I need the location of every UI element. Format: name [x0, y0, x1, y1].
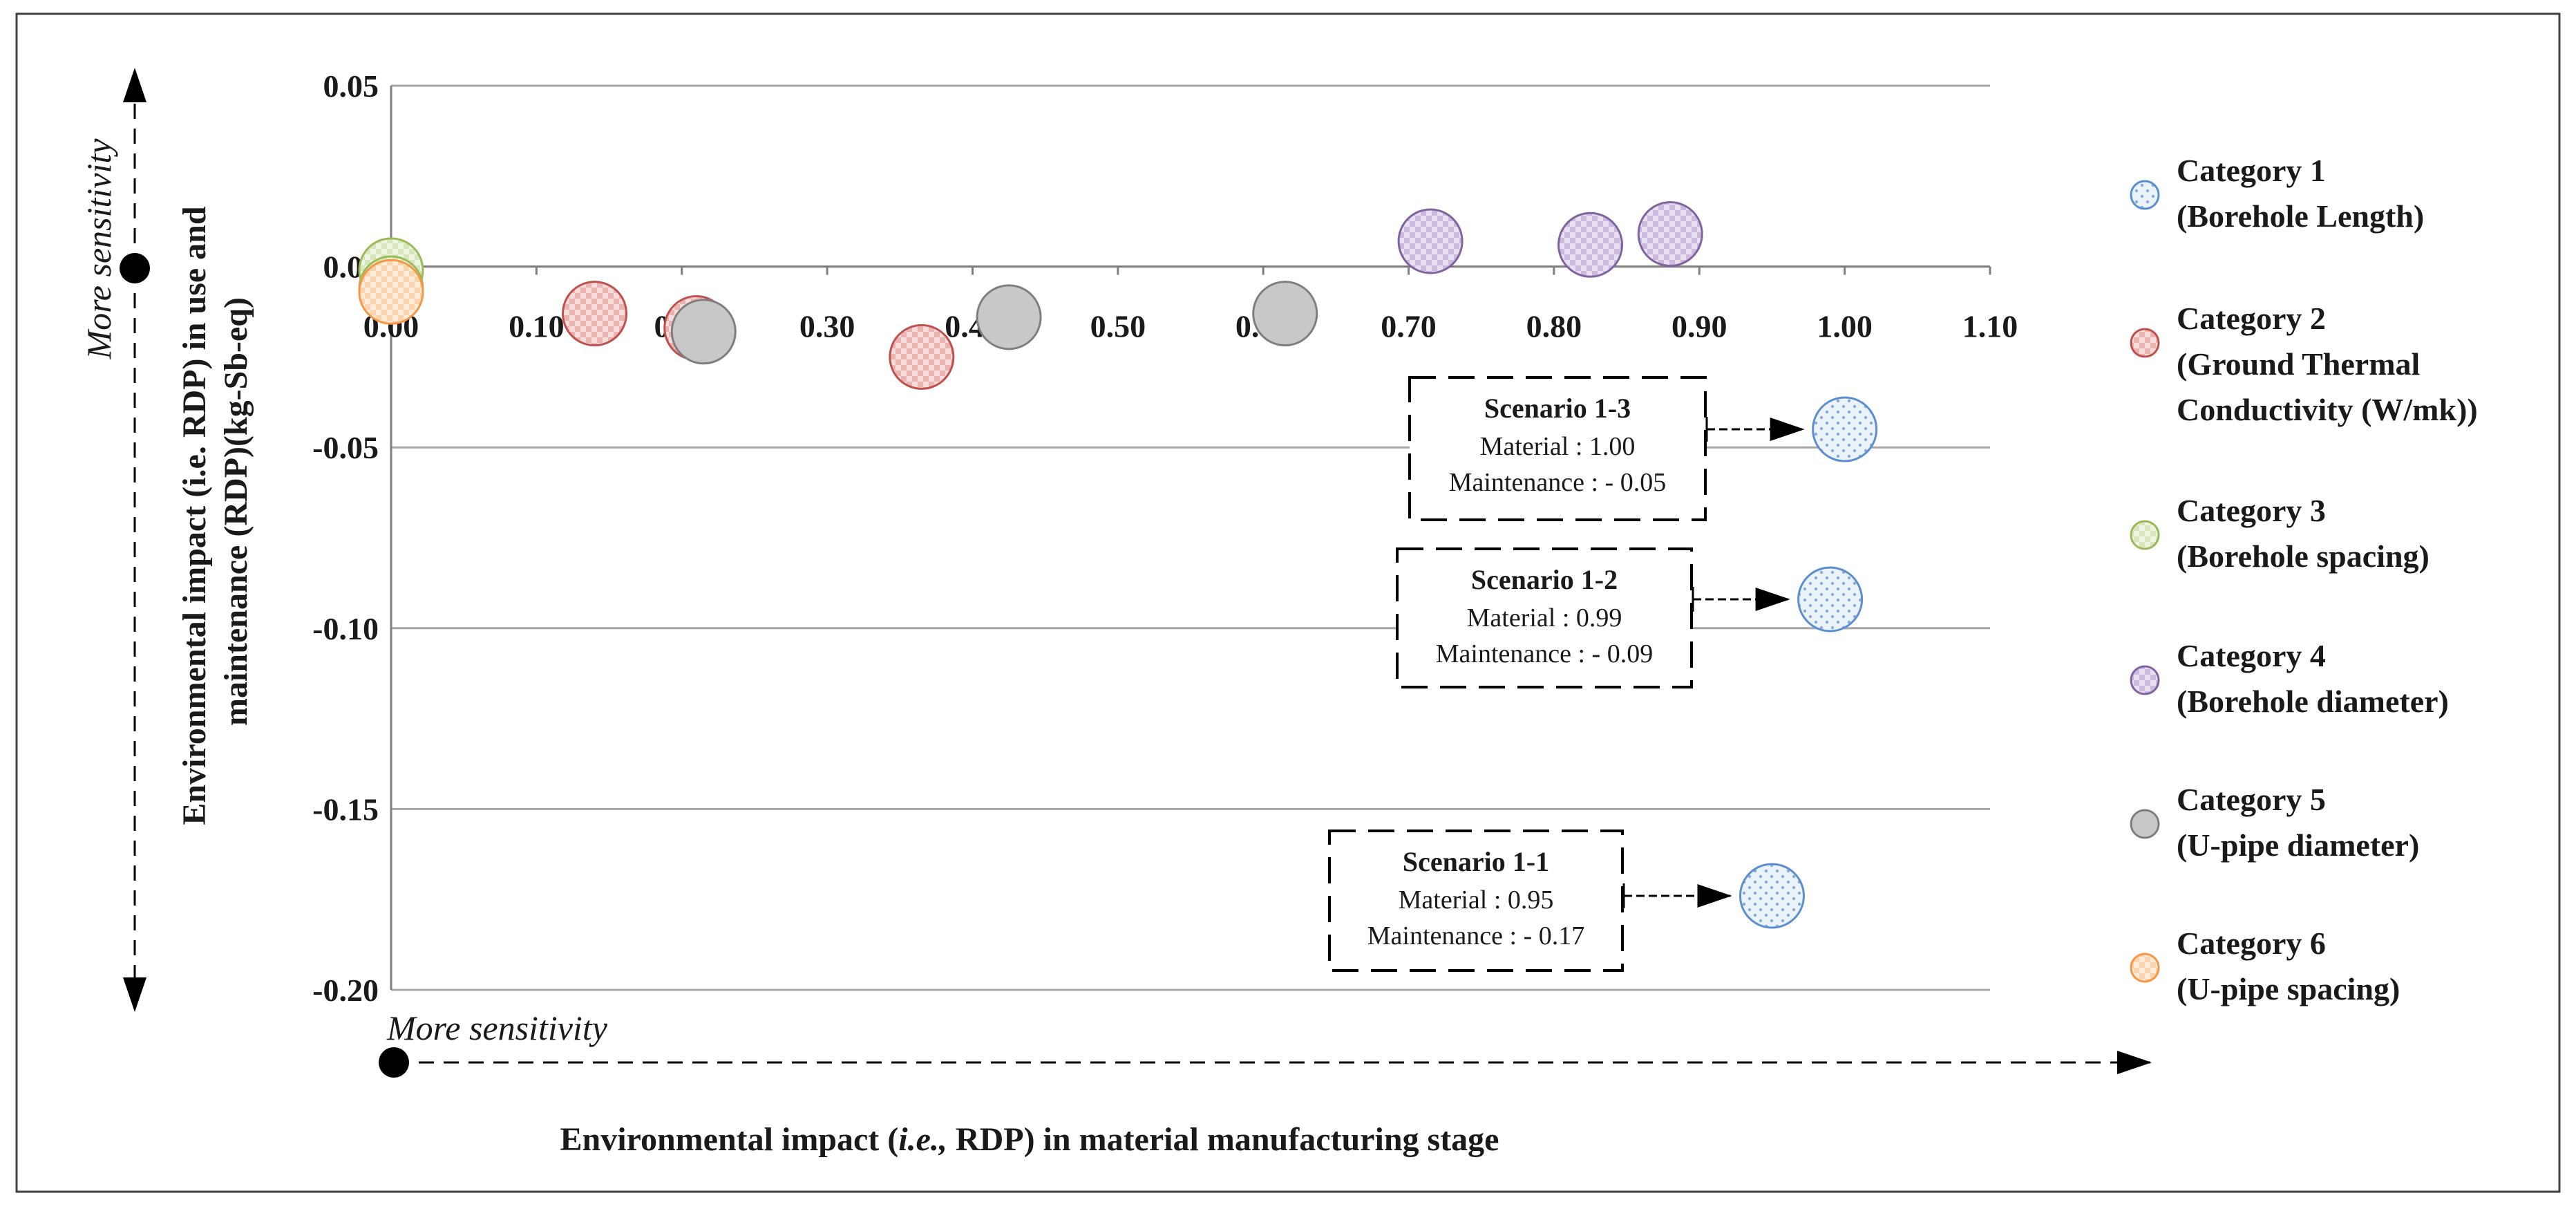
- data-point-category-2: [562, 281, 628, 347]
- scenario-material: Material : 0.99: [1467, 603, 1622, 632]
- data-points: [358, 201, 1878, 929]
- legend-marker-category-5: [2130, 809, 2160, 839]
- y-axis-title: Environmental impact (i.e. RDP) in use a…: [176, 198, 254, 825]
- legend-label: (U-pipe diameter): [2177, 827, 2419, 863]
- data-point-category-5: [976, 284, 1042, 350]
- legend-label: (Borehole Length): [2177, 198, 2424, 234]
- x-tick-label: 0.80: [1526, 309, 1582, 344]
- legend-marker-category-2: [2130, 328, 2160, 358]
- x-tick-label: 0.90: [1671, 309, 1727, 344]
- scenario-maintenance: Maintenance : - 0.09: [1436, 639, 1653, 668]
- figure-frame: [15, 12, 2561, 1193]
- y-tick-label: -0.15: [312, 791, 379, 827]
- legend-label: Conductivity (W/mk)): [2177, 392, 2478, 427]
- scenario-maintenance: Maintenance : - 0.05: [1449, 468, 1666, 497]
- legend-label: Category 4: [2177, 638, 2326, 673]
- legend-label: (Borehole diameter): [2177, 684, 2449, 719]
- x-tick-label: 0.50: [1090, 309, 1146, 344]
- legend-label: (Ground Thermal: [2177, 346, 2420, 382]
- x-axis-title-part-3: RDP) in material manufacturing stage: [947, 1121, 1499, 1158]
- x-tick-label: 0.30: [799, 309, 855, 344]
- y-tick-label: -0.10: [312, 611, 379, 646]
- data-point-category-5: [1252, 281, 1318, 347]
- y-axis-title-line-1: Environmental impact (i.e. RDP) in use a…: [176, 206, 213, 825]
- scenario-title: Scenario 1-2: [1471, 564, 1618, 595]
- scenario-box: [1408, 376, 1707, 521]
- data-point-category-1: [1797, 566, 1864, 632]
- legend-label: Category 3: [2177, 493, 2326, 528]
- legend-label: Category 5: [2177, 782, 2326, 817]
- data-point-category-6: [358, 259, 424, 325]
- sensitivity-dot-vertical: [120, 253, 150, 283]
- scenario-material: Material : 1.00: [1480, 432, 1636, 461]
- legend-label: Category 6: [2177, 926, 2326, 961]
- data-point-category-4: [1557, 212, 1623, 278]
- sensitivity-label-horizontal: More sensitivity: [386, 1009, 608, 1047]
- x-tick-label: 0.10: [509, 309, 565, 344]
- data-point-category-5: [670, 299, 737, 365]
- legend-label: Category 2: [2177, 301, 2326, 336]
- sensitivity-label-vertical: More sensitivity: [79, 138, 118, 360]
- x-axis-title-italic: i.e.,: [898, 1121, 947, 1158]
- x-tick-label: 1.10: [1962, 309, 2018, 344]
- x-tick-label: 0.70: [1381, 309, 1437, 344]
- scenario-maintenance: Maintenance : - 0.17: [1367, 921, 1584, 950]
- legend-label: (Borehole spacing): [2177, 538, 2430, 574]
- scenario-title: Scenario 1-1: [1403, 846, 1549, 877]
- x-axis-title: Environmental impact (i.e., RDP) in mate…: [560, 1121, 1499, 1158]
- sensitivity-dot-horizontal: [379, 1047, 409, 1078]
- legend-marker-category-6: [2130, 953, 2160, 983]
- legend-label: (U-pipe spacing): [2177, 971, 2400, 1006]
- scenario-material: Material : 0.95: [1399, 885, 1554, 915]
- y-tick-label: -0.05: [312, 430, 379, 465]
- x-tick-label: 1.00: [1817, 309, 1873, 344]
- legend-marker-category-1: [2130, 180, 2160, 210]
- legend-label: Category 1: [2177, 153, 2326, 188]
- data-point-category-4: [1397, 208, 1464, 274]
- scenario-box: [1396, 547, 1693, 688]
- x-axis-title-part-1: Environmental impact (: [560, 1121, 899, 1158]
- legend-marker-category-3: [2130, 520, 2160, 550]
- data-point-category-1: [1812, 396, 1878, 462]
- data-point-category-4: [1637, 201, 1703, 268]
- scenario-box: [1328, 830, 1624, 972]
- scenario-title: Scenario 1-3: [1484, 393, 1631, 424]
- y-axis-title-line-2: maintenance (RDP)(kg-Sb-eq): [218, 297, 254, 726]
- legend-marker-category-4: [2130, 665, 2160, 695]
- data-point-category-2: [889, 324, 955, 390]
- y-tick-label: 0.05: [323, 68, 379, 104]
- y-tick-label: -0.20: [312, 973, 379, 1008]
- axes: 0.050.00-0.05-0.10-0.15-0.200.000.100.20…: [312, 68, 2018, 1008]
- data-point-category-1: [1739, 863, 1805, 929]
- legend: Category 1 (Borehole Length) Category 2 (Gr…: [2130, 153, 2478, 1006]
